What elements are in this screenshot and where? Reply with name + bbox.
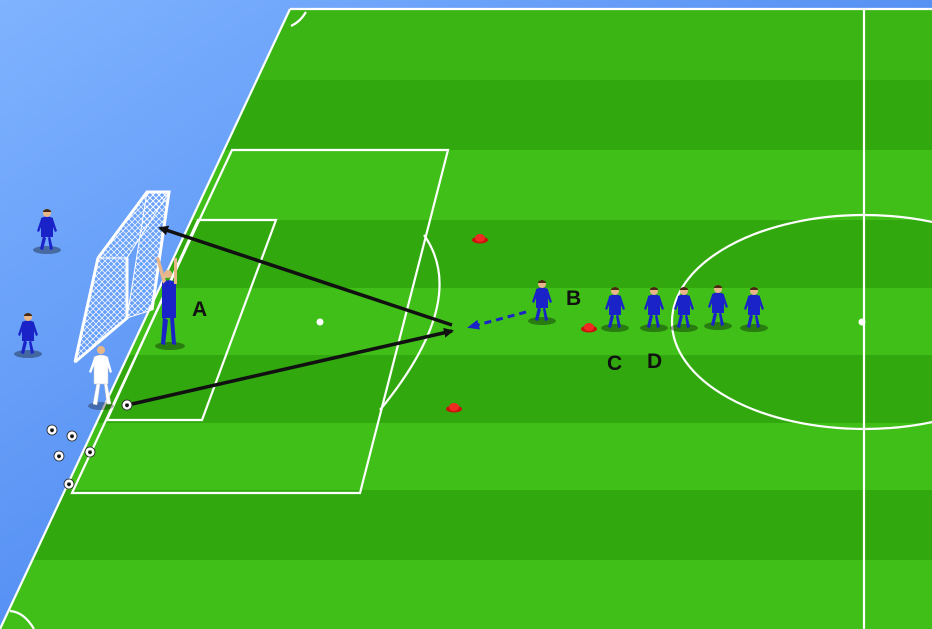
shot-arrow-to-goal xyxy=(158,225,453,327)
penalty-spot xyxy=(316,318,324,326)
penalty-arc xyxy=(379,234,441,411)
pitch-markings xyxy=(0,7,932,629)
soccer-ball-icon xyxy=(84,446,96,458)
soccer-ball-icon xyxy=(66,430,78,442)
run-arrow-b xyxy=(467,310,527,330)
label-c: C xyxy=(607,352,622,375)
corner-arc-top xyxy=(290,11,307,28)
label-a: A xyxy=(192,298,207,321)
label-b: B xyxy=(566,287,581,310)
corner-arc-bottom xyxy=(9,609,35,629)
goal-line xyxy=(0,8,291,629)
goalkeeper-icon xyxy=(155,257,185,350)
center-spot xyxy=(858,318,866,326)
goal-area xyxy=(105,218,278,422)
label-d: D xyxy=(647,350,662,373)
goal-net-icon xyxy=(73,190,171,364)
coach-figure-icon xyxy=(88,346,114,410)
soccer-ball-icon xyxy=(46,424,58,436)
soccer-ball-icon xyxy=(53,450,65,462)
soccer-ball-icon xyxy=(63,478,75,490)
pass-arrow-to-b xyxy=(131,327,454,406)
center-circle xyxy=(670,213,932,431)
soccer-ball-icon xyxy=(121,399,133,411)
